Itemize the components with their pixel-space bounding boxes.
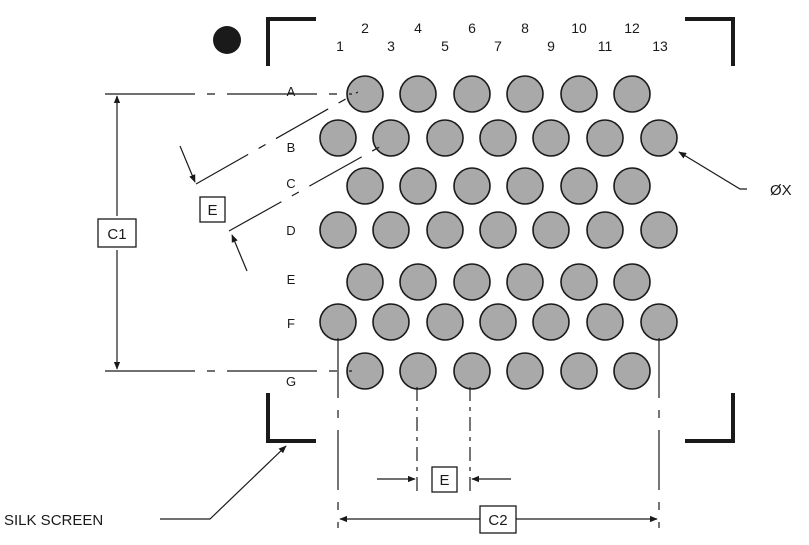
column-label: 12 bbox=[624, 20, 640, 36]
silk-corner-top-left bbox=[266, 17, 316, 66]
ball-pad bbox=[453, 167, 491, 205]
ball-pad bbox=[532, 303, 570, 341]
ball-pad bbox=[372, 303, 410, 341]
c2-label: C2 bbox=[488, 512, 507, 529]
e-row-label: E bbox=[207, 202, 217, 219]
ball-pad bbox=[399, 75, 437, 113]
silk-screen-outline bbox=[266, 17, 735, 443]
ball-pad bbox=[586, 119, 624, 157]
row-label: F bbox=[287, 316, 295, 331]
ball-pad bbox=[586, 211, 624, 249]
c2-label-box bbox=[479, 505, 517, 534]
ball-pad bbox=[532, 211, 570, 249]
ball-pad bbox=[506, 263, 544, 301]
ball-pad bbox=[453, 263, 491, 301]
ball-pad bbox=[453, 75, 491, 113]
ball-pad bbox=[613, 167, 651, 205]
column-labels: 1 2 3 4 5 6 7 8 9 10 11 12 13 bbox=[336, 20, 668, 54]
column-label: 4 bbox=[414, 20, 422, 36]
column-label: 3 bbox=[387, 38, 395, 54]
ball-pad bbox=[613, 75, 651, 113]
row-label: G bbox=[286, 374, 296, 389]
ball-pad bbox=[586, 303, 624, 341]
ball-pad bbox=[319, 303, 357, 341]
ball-pad bbox=[506, 167, 544, 205]
c1-dimension bbox=[105, 93, 352, 372]
ball-pad bbox=[560, 352, 598, 390]
e-col-label: E bbox=[439, 472, 449, 489]
c1-label-box bbox=[97, 218, 137, 248]
column-label: 8 bbox=[521, 20, 529, 36]
e-row-arrow-upper bbox=[179, 145, 196, 183]
e-column-pitch-dimension bbox=[377, 387, 511, 492]
c2-dimension bbox=[337, 338, 660, 528]
silk-screen-leader bbox=[160, 445, 287, 520]
column-label: 13 bbox=[652, 38, 668, 54]
ball-pad bbox=[613, 263, 651, 301]
ball-pad bbox=[479, 119, 517, 157]
ball-pad bbox=[399, 263, 437, 301]
ball-pad bbox=[372, 119, 410, 157]
ball-pad bbox=[613, 352, 651, 390]
ball-pad bbox=[346, 167, 384, 205]
e-col-label-box bbox=[431, 466, 458, 493]
ball-pad bbox=[399, 352, 437, 390]
column-label: 7 bbox=[494, 38, 502, 54]
column-label: 5 bbox=[441, 38, 449, 54]
ball-pad bbox=[346, 75, 384, 113]
ball-pad bbox=[640, 211, 678, 249]
ball-pad bbox=[479, 303, 517, 341]
ball-pad bbox=[506, 352, 544, 390]
e-row-pitch-dimension bbox=[179, 91, 384, 272]
ball-pad bbox=[426, 303, 464, 341]
ball-pad bbox=[426, 119, 464, 157]
row-label: C bbox=[286, 176, 295, 191]
column-label: 9 bbox=[547, 38, 555, 54]
ball-pad bbox=[560, 75, 598, 113]
column-label: 1 bbox=[336, 38, 344, 54]
column-label: 10 bbox=[571, 20, 587, 36]
ball-pad bbox=[640, 119, 678, 157]
ball-pad bbox=[426, 211, 464, 249]
row-label: D bbox=[286, 223, 295, 238]
ball-diameter-leader bbox=[678, 151, 747, 190]
ball-pad bbox=[532, 119, 570, 157]
silk-corner-top-right bbox=[685, 17, 735, 66]
e-row-extension-lower bbox=[228, 144, 384, 232]
ball-pad bbox=[319, 119, 357, 157]
row-labels: A B C D E F G bbox=[286, 84, 296, 389]
e-row-extension-upper bbox=[195, 91, 359, 185]
ball-pad bbox=[346, 263, 384, 301]
ball-pad bbox=[479, 211, 517, 249]
pin-one-marker bbox=[213, 26, 241, 54]
silk-corner-bottom-right bbox=[685, 393, 735, 443]
ball-pad bbox=[319, 211, 357, 249]
row-label: B bbox=[287, 140, 296, 155]
column-label: 11 bbox=[598, 38, 613, 54]
e-row-label-box bbox=[199, 196, 226, 223]
silk-corner-bottom-left bbox=[266, 393, 316, 443]
ball-pad bbox=[372, 211, 410, 249]
row-label: A bbox=[287, 84, 296, 99]
ball-pad bbox=[560, 167, 598, 205]
ball-diameter-callout: ØX bbox=[770, 182, 792, 199]
row-label: E bbox=[287, 272, 296, 287]
e-row-arrow-lower bbox=[231, 234, 248, 272]
silk-screen-callout: SILK SCREEN bbox=[4, 512, 103, 529]
c1-label: C1 bbox=[107, 226, 126, 243]
ball-pad bbox=[640, 303, 678, 341]
ball-pad bbox=[399, 167, 437, 205]
ball-pad bbox=[453, 352, 491, 390]
column-label: 2 bbox=[361, 20, 369, 36]
ball-pad bbox=[346, 352, 384, 390]
ball-pad-grid bbox=[319, 75, 678, 390]
column-label: 6 bbox=[468, 20, 476, 36]
ball-pad bbox=[506, 75, 544, 113]
ball-pad bbox=[560, 263, 598, 301]
